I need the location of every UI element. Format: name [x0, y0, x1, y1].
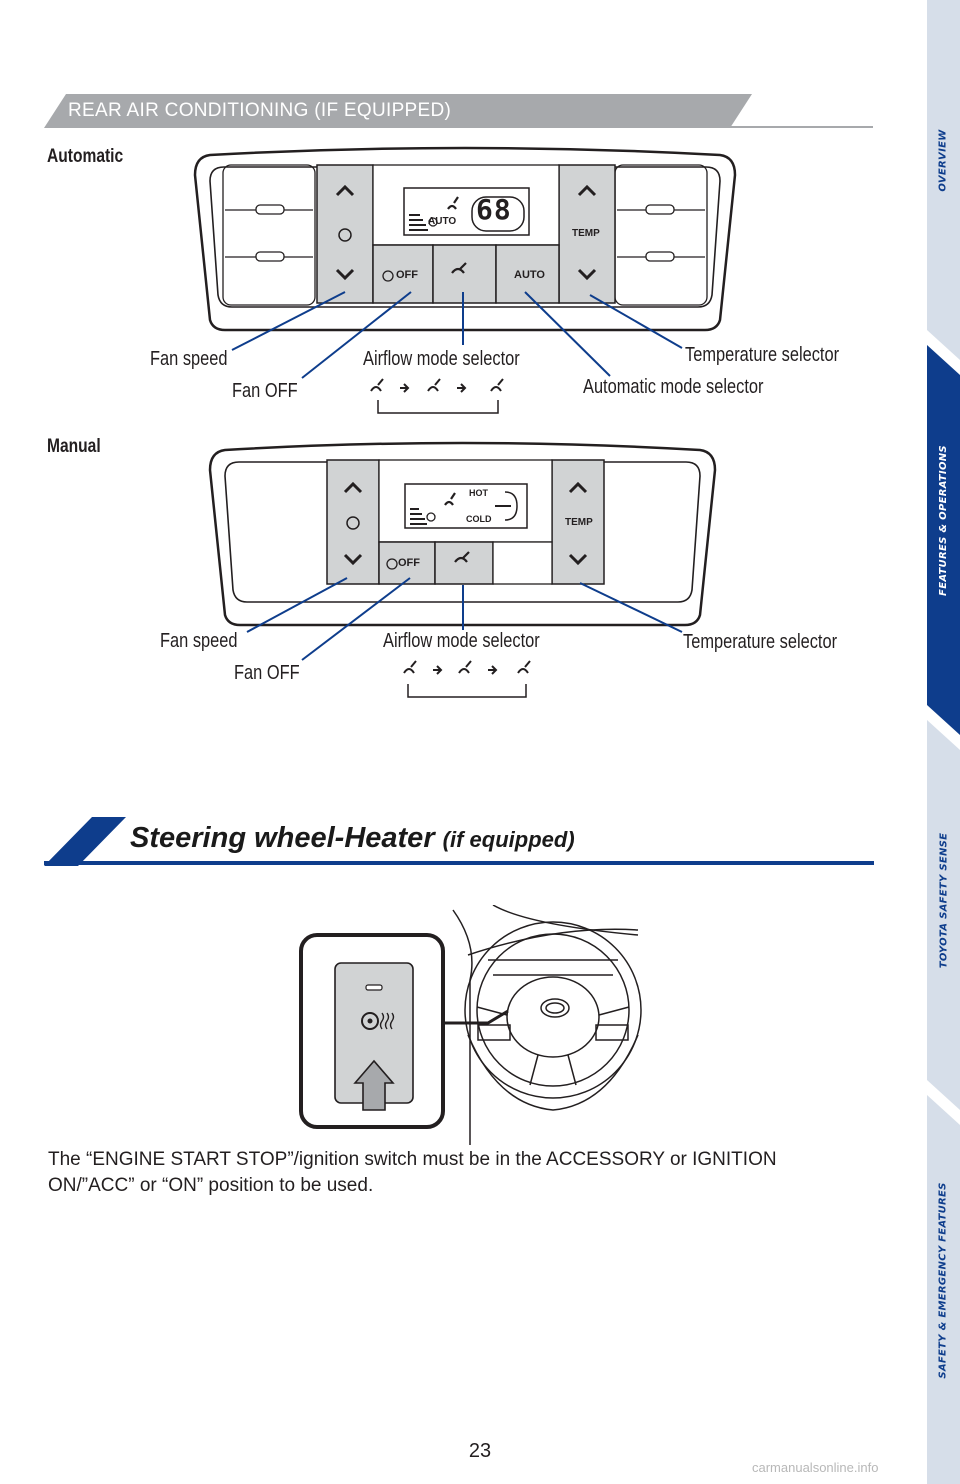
- auto-display-mode: AUTO: [428, 216, 457, 227]
- section-sidebar: OVERVIEW FEATURES & OPERATIONS TOYOTA SA…: [927, 0, 960, 1484]
- manual-display-hot: HOT: [469, 488, 488, 498]
- manual-display-cold: COLD: [466, 514, 492, 524]
- manual-control-panel: [208, 441, 717, 627]
- manual-callout-fan-speed: Fan speed: [160, 630, 238, 652]
- manual-label: Manual: [47, 436, 101, 457]
- auto-fan-off-button[interactable]: OFF: [396, 269, 418, 281]
- steering-title-main: Steering wheel-Heater: [130, 822, 435, 854]
- auto-callout-fan-speed: Fan speed: [150, 348, 228, 370]
- auto-callout-temperature: Temperature selector: [685, 344, 840, 366]
- manual-temp-label: TEMP: [565, 517, 593, 528]
- manual-callout-lines: [246, 577, 683, 698]
- automatic-control-panel: [193, 146, 737, 332]
- auto-callout-airflow: Airflow mode selector: [363, 348, 520, 370]
- section-header-band: [44, 94, 752, 128]
- steering-title-suffix: (if equipped): [442, 827, 575, 852]
- page-number: 23: [468, 1440, 492, 1462]
- sidebar-item-toyota-safety-sense[interactable]: TOYOTA SAFETY SENSE: [938, 832, 949, 968]
- steering-header-band: [44, 817, 126, 866]
- manual-fan-off-button[interactable]: OFF: [398, 557, 420, 569]
- auto-mode-button[interactable]: AUTO: [514, 269, 545, 281]
- manual-callout-airflow: Airflow mode selector: [383, 630, 540, 652]
- automatic-label: Automatic: [47, 146, 124, 167]
- section-header-title: REAR AIR CONDITIONING (IF EQUIPPED): [68, 100, 452, 121]
- steering-heater-illustration: [299, 905, 642, 1145]
- watermark: carmanualsonline.info: [752, 1460, 879, 1475]
- header-rule: [730, 126, 873, 128]
- sidebar-tabs-graphic: [927, 0, 960, 1484]
- steering-title: Steering wheel-Heater (if equipped): [130, 822, 575, 855]
- auto-display-temp: 68: [476, 193, 512, 226]
- sidebar-item-safety-emergency[interactable]: SAFETY & EMERGENCY FEATURES: [938, 1181, 950, 1379]
- steering-header-rule: [44, 861, 874, 865]
- manual-callout-temperature: Temperature selector: [683, 631, 838, 653]
- auto-callout-fan-off: Fan OFF: [232, 380, 298, 402]
- auto-temp-label: TEMP: [572, 228, 600, 239]
- manual-callout-fan-off: Fan OFF: [234, 662, 300, 684]
- steering-body-text: The “ENGINE START STOP”/ignition switch …: [48, 1149, 777, 1196]
- auto-callout-auto-mode: Automatic mode selector: [583, 376, 764, 398]
- automatic-callout-lines: [231, 291, 683, 414]
